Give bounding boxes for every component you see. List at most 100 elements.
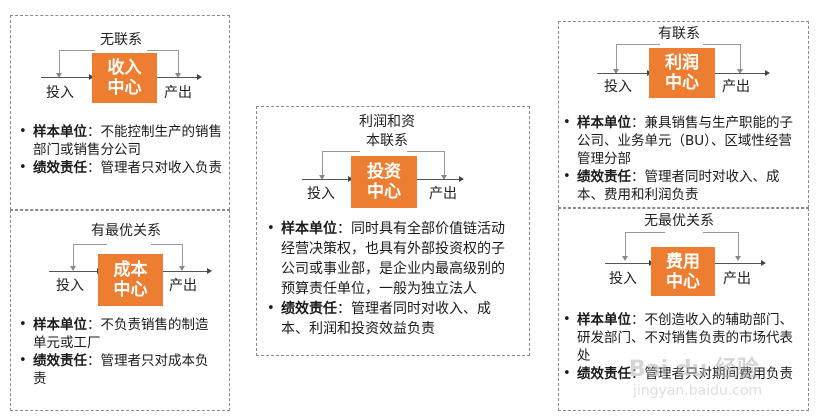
arrow-right-icon xyxy=(348,176,353,182)
output-label: 产出 xyxy=(722,79,750,95)
bullet: • xyxy=(267,301,275,316)
revenue-center-box: 收入中心 xyxy=(92,53,157,103)
bullet: • xyxy=(19,124,27,139)
sample-unit-text: ：同时具有全部价值链活动经营决策权，也具有外部投资权的子公司或事业部，是企业内最… xyxy=(281,221,505,297)
feedback-drop-right xyxy=(182,244,183,267)
investment-center-panel: 利润和资 本联系 投资中心 投入 产出 • 样本单位：同时具有全部价值链活动经营决… xyxy=(256,106,530,356)
relation-label: 有最优关系 xyxy=(91,223,161,239)
output-label: 产出 xyxy=(723,271,751,287)
relation-label: 无最优关系 xyxy=(644,213,714,229)
bullet: • xyxy=(267,221,275,236)
responsibility-item: • 绩效责任：管理者同时对收入、成本、利润和投资效益负责 xyxy=(265,299,515,339)
bullet: • xyxy=(563,115,571,130)
sample-unit-item: •样本单位：不创造收入的辅助部门、研发部门、不对销售负责的市场代表处 xyxy=(561,311,799,365)
input-line xyxy=(49,271,99,272)
arrow-down-icon xyxy=(735,256,741,261)
responsibility-item: •绩效责任：管理者同时对收入、成本、费用和利润负责 xyxy=(561,168,799,204)
feedback-drop-left xyxy=(73,244,74,267)
bullet: • xyxy=(19,317,27,332)
profit-center-panel: 有联系 利润中心 投入 产出 •样本单位：兼具销售与生产职能的子公司、业务单元（… xyxy=(558,21,809,208)
sample-unit-text: ：不能控制生产的销售部门或销售分公司 xyxy=(33,124,222,158)
feedback-line-right xyxy=(151,244,183,245)
input-label: 投入 xyxy=(56,278,84,294)
bullet: • xyxy=(19,353,27,368)
responsibility-label: 绩效责任 xyxy=(577,366,631,382)
sample-unit-item: • 样本单位：不负责销售的制造单元或工厂 xyxy=(17,316,217,352)
feedback-line-right xyxy=(703,232,739,233)
input-line xyxy=(302,179,350,180)
baidu-watermark-url: jingyan.baidu.com xyxy=(633,383,763,399)
responsibility-text: ：管理者只对收入负责 xyxy=(87,160,222,176)
responsibility-item: • 绩效责任：管理者只对收入负责 xyxy=(17,159,222,177)
feedback-drop-left xyxy=(322,151,323,176)
output-line xyxy=(417,179,461,180)
arrow-right-icon xyxy=(761,260,766,266)
output-label: 产出 xyxy=(429,186,457,202)
output-line xyxy=(157,77,199,78)
center-title-line2: 中心 xyxy=(666,271,700,292)
responsibility-item: • 绩效责任：管理者只对期间费用负责 xyxy=(561,365,799,383)
arrow-down-icon xyxy=(70,266,76,271)
center-title-line1: 收入 xyxy=(107,58,142,78)
arrow-down-icon xyxy=(441,175,447,180)
center-title-line2: 中心 xyxy=(107,78,142,98)
input-line xyxy=(605,263,651,264)
cost-center-panel: 有最优关系 成本中心 投入 产出 • 样本单位：不负责销售的制造单元或工厂 • 绩效… xyxy=(10,210,230,411)
arrow-down-icon xyxy=(179,266,185,271)
output-line xyxy=(715,263,763,264)
sample-unit-label: 样本单位 xyxy=(281,221,337,237)
responsibility-item: • 绩效责任：管理者只对成本负责 xyxy=(17,352,217,388)
feedback-drop-right xyxy=(178,50,179,74)
bullet: • xyxy=(563,366,571,381)
arrow-down-icon xyxy=(622,256,628,261)
input-line xyxy=(41,77,91,78)
feedback-drop-right xyxy=(444,151,445,176)
arrow-right-icon xyxy=(89,74,94,80)
sample-unit-label: 样本单位 xyxy=(577,115,631,131)
responsibility-label: 绩效责任 xyxy=(281,301,337,317)
responsibility-text: ：管理者同时对收入、成本、利润和投资效益负责 xyxy=(281,301,491,337)
feedback-line-left xyxy=(616,44,660,45)
center-title-line1: 利润 xyxy=(665,53,699,73)
relation-label: 利润和资 本联系 xyxy=(337,113,437,151)
sample-unit-text: ：不创造收入的辅助部门、研发部门、不对销售负责的市场代表处 xyxy=(577,312,793,364)
investment-center-box: 投资中心 xyxy=(351,156,417,208)
feedback-line-left xyxy=(322,151,360,152)
arrow-down-icon xyxy=(175,73,181,78)
bullet: • xyxy=(563,312,571,327)
responsibility-label: 绩效责任 xyxy=(577,169,631,185)
relation-line2: 本联系 xyxy=(366,133,408,149)
sample-unit-text: ：兼具销售与生产职能的子公司、业务单元（BU）、区域性经营管理分部 xyxy=(577,115,793,167)
sample-unit-text: ：不负责销售的制造单元或工厂 xyxy=(33,317,209,351)
arrow-down-icon xyxy=(737,69,743,74)
responsibility-text: ：管理者只对成本负责 xyxy=(33,353,209,387)
feedback-drop-right xyxy=(740,44,741,70)
relation-label: 无联系 xyxy=(100,32,142,48)
output-label: 产出 xyxy=(169,278,197,294)
responsibility-text: ：管理者只对期间费用负责 xyxy=(631,366,793,382)
feedback-line-right xyxy=(147,50,179,51)
arrow-down-icon xyxy=(613,69,619,74)
responsibility-label: 绩效责任 xyxy=(33,353,87,369)
feedback-drop-right xyxy=(738,232,739,257)
feedback-line-right xyxy=(703,44,741,45)
sample-unit-item: • 样本单位：同时具有全部价值链活动经营决策权，也具有外部投资权的子公司或事业部，… xyxy=(265,219,515,299)
bullet: • xyxy=(19,160,27,175)
relation-label: 有联系 xyxy=(658,26,700,42)
responsibility-label: 绩效责任 xyxy=(33,160,87,176)
cost-center-box: 成本中心 xyxy=(98,254,163,306)
output-line xyxy=(715,73,767,74)
input-label: 投入 xyxy=(307,186,335,202)
center-title-line1: 成本 xyxy=(113,260,148,280)
feedback-drop-left xyxy=(625,232,626,257)
revenue-description-list: •样本单位：不能控制生产的销售部门或销售分公司 • 绩效责任：管理者只对收入负责 xyxy=(17,123,222,177)
cost-description-list: • 样本单位：不负责销售的制造单元或工厂 • 绩效责任：管理者只对成本负责 xyxy=(17,316,217,388)
revenue-center-panel: 无联系 收入中心 投入 产出 •样本单位：不能控制生产的销售部门或销售分公司 •… xyxy=(10,15,230,210)
arrow-right-icon xyxy=(207,268,212,274)
sample-unit-item: •样本单位：不能控制生产的销售部门或销售分公司 xyxy=(17,123,222,159)
feedback-line-right xyxy=(407,151,445,152)
responsibility-text: ：管理者同时对收入、成本、费用和利润负责 xyxy=(577,169,780,203)
expense-center-panel: 无最优关系 费用中心 投入 产出 •样本单位：不创造收入的辅助部门、研发部门、不… xyxy=(558,208,809,411)
sample-unit-label: 样本单位 xyxy=(33,317,87,333)
feedback-drop-left xyxy=(59,50,60,74)
